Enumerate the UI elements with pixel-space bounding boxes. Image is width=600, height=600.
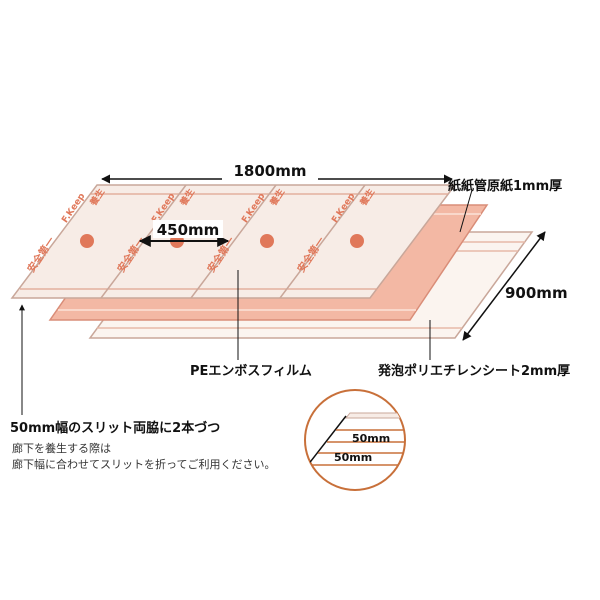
inset-bottom-label: 50mm — [334, 451, 372, 464]
foam-layer-label: 発泡ポリエチレンシート2mm厚 — [377, 363, 570, 379]
panel-width-label: 450mm — [157, 221, 220, 239]
note-line-2: 廊下幅に合わせてスリットを折ってご利用ください。 — [12, 457, 275, 471]
depth-label: 900mm — [505, 284, 568, 302]
length-label: 1800mm — [233, 162, 306, 180]
note-line-1: 廊下を養生する際は — [12, 441, 111, 455]
top-layer-label: 紙紙管原紙1mm厚 — [448, 178, 562, 194]
slit-callout: 50mm幅のスリット両脇に2本づつ 廊下を養生する際は 廊下幅に合わせてスリット… — [10, 304, 275, 471]
length-dimension: 1800mm — [101, 161, 453, 184]
depth-dimension: 900mm — [462, 231, 568, 341]
paper-board-layer — [10, 184, 457, 299]
logo-circle-icon — [80, 234, 94, 248]
film-layer-label: PEエンボスフィルム — [190, 363, 312, 379]
slit-title: 50mm幅のスリット両脇に2本づつ — [10, 420, 220, 436]
slit-detail-inset: 50mm 50mm — [304, 389, 406, 491]
top-layer-callout: 紙紙管原紙1mm厚 — [448, 178, 562, 233]
logo-circle-icon — [350, 234, 364, 248]
foam-layer-callout: 発泡ポリエチレンシート2mm厚 — [377, 320, 570, 379]
film-layer-callout: PEエンボスフィルム — [190, 270, 312, 379]
panel-width-dimension: 450mm — [138, 220, 230, 247]
inset-top-label: 50mm — [352, 432, 390, 445]
logo-circle-icon — [260, 234, 274, 248]
